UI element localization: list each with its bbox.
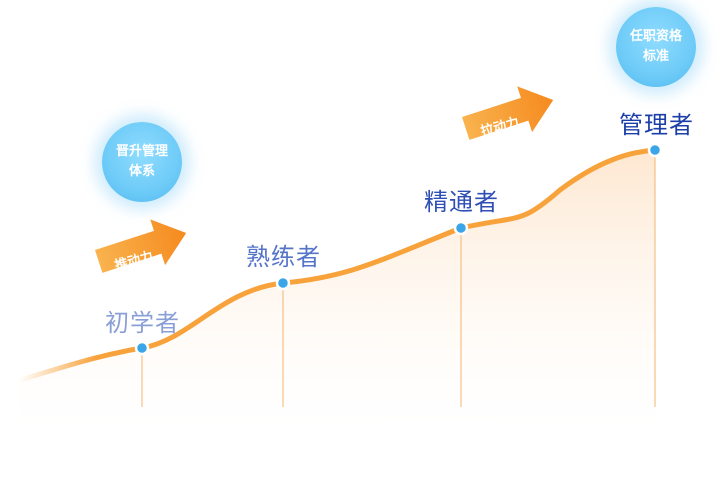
stage-label-manager: 管理者 — [619, 111, 694, 139]
stage-label-proficient: 熟练者 — [246, 243, 321, 271]
growth-curve — [17, 147, 658, 383]
promotion-system-bubble: 晋升管理 体系 — [102, 122, 182, 202]
push-arrow-icon — [95, 219, 187, 273]
growth-area — [20, 150, 655, 430]
stage-dot — [647, 142, 663, 158]
stage-label-expert: 精通者 — [424, 188, 499, 216]
stage-dot — [275, 275, 291, 291]
stage-dot — [453, 220, 469, 236]
bubble-line: 标准 — [642, 49, 669, 64]
stage-dot — [134, 340, 150, 356]
bubble-line: 体系 — [128, 164, 155, 179]
pull-arrow-icon — [462, 86, 554, 140]
stage-label-beginner: 初学者 — [105, 309, 180, 337]
qualification-standard-bubble: 任职资格 标准 — [616, 7, 696, 87]
bubble-line: 晋升管理 — [115, 144, 168, 159]
bubble-line: 任职资格 — [629, 29, 682, 44]
